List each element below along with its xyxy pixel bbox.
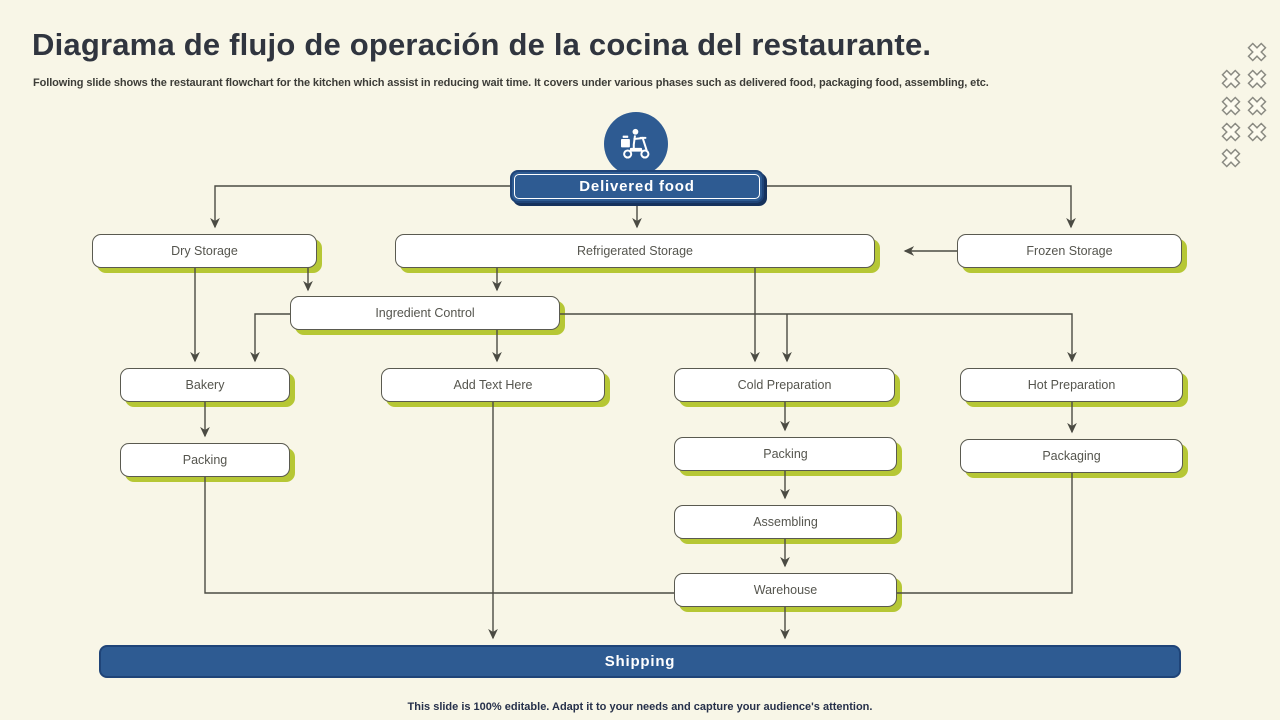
cross-icon	[1245, 40, 1269, 64]
node-hot-preparation: Hot Preparation	[960, 368, 1183, 402]
node-label: Delivered food	[579, 178, 695, 195]
node-label: Warehouse	[753, 583, 818, 597]
node-frozen-storage: Frozen Storage	[957, 234, 1182, 268]
node-refrigerated-storage: Refrigerated Storage	[395, 234, 875, 268]
node-label: Packing	[182, 453, 228, 467]
node-cold-preparation: Cold Preparation	[674, 368, 895, 402]
node-bakery: Bakery	[120, 368, 290, 402]
node-assembling: Assembling	[674, 505, 897, 539]
node-label: Packing	[763, 447, 808, 461]
cross-icon	[1219, 146, 1243, 170]
node-shipping: Shipping	[99, 645, 1181, 678]
node-packing-mid: Packing	[674, 437, 897, 471]
node-label: Add Text Here	[453, 378, 533, 392]
node-label: Shipping	[604, 653, 676, 670]
node-warehouse: Warehouse	[674, 573, 897, 607]
cross-icon	[1219, 94, 1243, 118]
slide-subtitle: Following slide shows the restaurant flo…	[33, 77, 989, 89]
cross-icon	[1219, 120, 1243, 144]
node-packaging: Packaging	[960, 439, 1183, 473]
cross-icon	[1245, 120, 1269, 144]
slide-footer-note: This slide is 100% editable. Adapt it to…	[407, 701, 873, 713]
node-ingredient-control: Ingredient Control	[290, 296, 560, 330]
node-add-text-here: Add Text Here	[381, 368, 605, 402]
node-label: Ingredient Control	[375, 306, 475, 320]
node-dry-storage: Dry Storage	[92, 234, 317, 268]
node-label: Refrigerated Storage	[576, 244, 694, 258]
node-label: Hot Preparation	[1027, 378, 1116, 392]
node-label: Packaging	[1042, 449, 1101, 463]
delivery-scooter-icon	[604, 112, 668, 176]
page-title: Diagrama de flujo de operación de la coc…	[32, 27, 932, 62]
node-packing-left: Packing	[120, 443, 290, 477]
node-label: Frozen Storage	[1026, 244, 1113, 258]
cross-icon	[1245, 94, 1269, 118]
node-label: Dry Storage	[171, 244, 238, 258]
cross-icon	[1219, 67, 1243, 91]
cross-icon	[1245, 67, 1269, 91]
node-delivered-food: Delivered food	[510, 170, 764, 203]
node-label: Bakery	[185, 378, 225, 392]
node-label: Cold Preparation	[737, 378, 832, 392]
node-label: Assembling	[753, 515, 818, 529]
